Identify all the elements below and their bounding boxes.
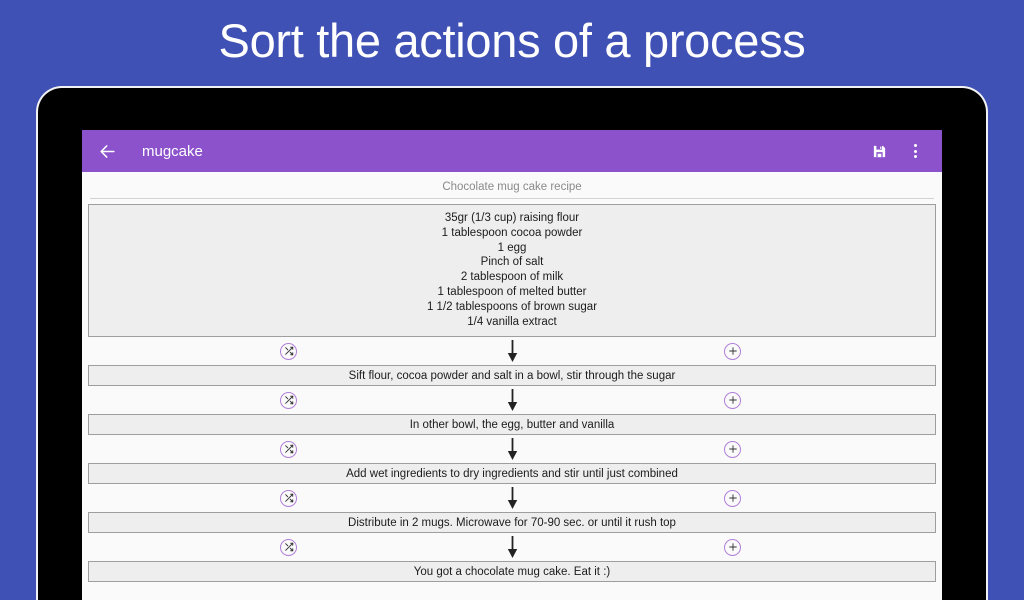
- arrow-down-icon: [505, 437, 519, 461]
- step-row[interactable]: Sift flour, cocoa powder and salt in a b…: [88, 365, 936, 387]
- recipe-content: Chocolate mug cake recipe 35gr (1/3 cup)…: [82, 172, 942, 600]
- step-text: You got a chocolate mug cake. Eat it :): [413, 565, 611, 578]
- ingredient-line: Pinch of salt: [480, 256, 544, 269]
- tablet-device-frame: mugcake Chocolate mug cake recipe 35: [36, 86, 988, 600]
- arrow-down-icon: [505, 535, 519, 559]
- app-bar: mugcake: [82, 130, 942, 172]
- step-text: Distribute in 2 mugs. Microwave for 70-9…: [348, 516, 676, 529]
- step-text: Add wet ingredients to dry ingredients a…: [346, 467, 678, 480]
- arrow-down-icon: [505, 388, 519, 412]
- ingredient-line: 1 tablespoon of melted butter: [437, 285, 587, 298]
- save-floppy-icon[interactable]: [866, 138, 892, 164]
- plus-icon[interactable]: [724, 440, 741, 458]
- ingredient-line: 35gr (1/3 cup) raising flour: [444, 212, 580, 224]
- step-row[interactable]: Distribute in 2 mugs. Microwave for 70-9…: [88, 512, 936, 534]
- plus-icon[interactable]: [724, 489, 741, 507]
- shuffle-icon[interactable]: [280, 342, 297, 360]
- ingredient-line: 1 tablespoon cocoa powder: [441, 226, 583, 239]
- arrow-down-icon: [505, 339, 519, 363]
- step-text: In other bowl, the egg, butter and vanil…: [409, 418, 615, 431]
- step-row[interactable]: In other bowl, the egg, butter and vanil…: [88, 414, 936, 436]
- connector-row: [88, 386, 936, 414]
- shuffle-icon[interactable]: [280, 489, 297, 507]
- connector-row: [88, 533, 936, 561]
- step-row[interactable]: You got a chocolate mug cake. Eat it :): [88, 561, 936, 583]
- overflow-dots: [913, 138, 917, 164]
- arrow-down-icon: [505, 486, 519, 510]
- recipe-title: Chocolate mug cake recipe: [442, 181, 582, 193]
- plus-icon[interactable]: [724, 342, 741, 360]
- step-text: Sift flour, cocoa powder and salt in a b…: [348, 369, 676, 382]
- promo-headline: Sort the actions of a process: [218, 14, 806, 67]
- title-divider: [90, 198, 934, 199]
- app-bar-title: mugcake: [142, 142, 203, 160]
- connector-row: [88, 337, 936, 365]
- connector-row: [88, 484, 936, 512]
- ingredient-line: 1 egg: [497, 241, 527, 254]
- overflow-menu-icon[interactable]: [902, 138, 928, 164]
- step-row[interactable]: Add wet ingredients to dry ingredients a…: [88, 463, 936, 485]
- plus-icon[interactable]: [724, 538, 741, 556]
- ingredients-box[interactable]: 35gr (1/3 cup) raising flour 1 tablespoo…: [88, 204, 936, 338]
- shuffle-icon[interactable]: [280, 538, 297, 556]
- connector-row: [88, 435, 936, 463]
- plus-icon[interactable]: [724, 391, 741, 409]
- ingredient-line: 2 tablespoon of milk: [460, 271, 564, 284]
- ingredient-line: 1 1/2 tablespoons of brown sugar: [426, 300, 598, 313]
- back-arrow-icon[interactable]: [94, 138, 120, 164]
- ingredient-line: 1/4 vanilla extract: [467, 315, 557, 328]
- shuffle-icon[interactable]: [280, 391, 297, 409]
- shuffle-icon[interactable]: [280, 440, 297, 458]
- tablet-screen: mugcake Chocolate mug cake recipe 35: [82, 130, 942, 600]
